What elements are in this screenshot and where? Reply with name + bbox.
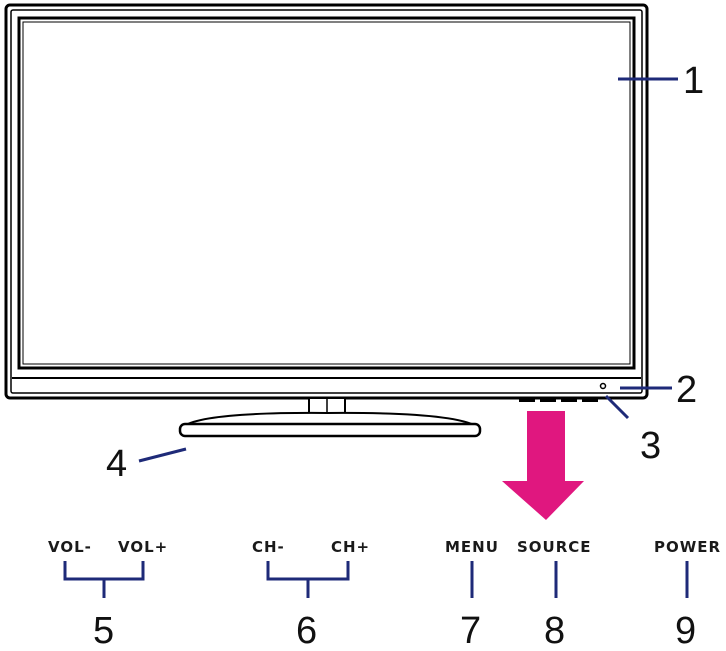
label-power: POWER — [654, 538, 721, 556]
tv-screen — [17, 16, 636, 370]
bracket-6 — [266, 561, 350, 598]
callout-9: 9 — [675, 610, 696, 651]
tv-stand-base — [178, 411, 482, 438]
control-buttons-strip — [519, 398, 598, 402]
callout-2: 2 — [676, 369, 697, 411]
callout-6: 6 — [296, 610, 317, 651]
label-ch-minus: CH- — [252, 538, 285, 556]
label-vol-minus: VOL- — [48, 538, 92, 556]
leader-3 — [604, 394, 630, 420]
down-arrow-icon — [502, 411, 584, 520]
callout-4: 4 — [106, 443, 127, 485]
leader-4 — [138, 447, 187, 463]
tv-bezel-inner — [10, 9, 643, 394]
label-menu: MENU — [445, 538, 499, 556]
callout-5: 5 — [93, 610, 114, 651]
callout-7: 7 — [460, 610, 481, 651]
callout-8: 8 — [544, 610, 565, 651]
tv-stand-neck — [308, 397, 346, 415]
label-source: SOURCE — [517, 538, 592, 556]
tv-screen-inner — [22, 21, 631, 365]
bracket-5 — [63, 561, 145, 598]
callout-3: 3 — [640, 425, 661, 467]
callout-1: 1 — [683, 60, 704, 102]
label-vol-plus: VOL+ — [118, 538, 168, 556]
label-ch-plus: CH+ — [331, 538, 370, 556]
power-indicator-icon — [599, 382, 607, 390]
